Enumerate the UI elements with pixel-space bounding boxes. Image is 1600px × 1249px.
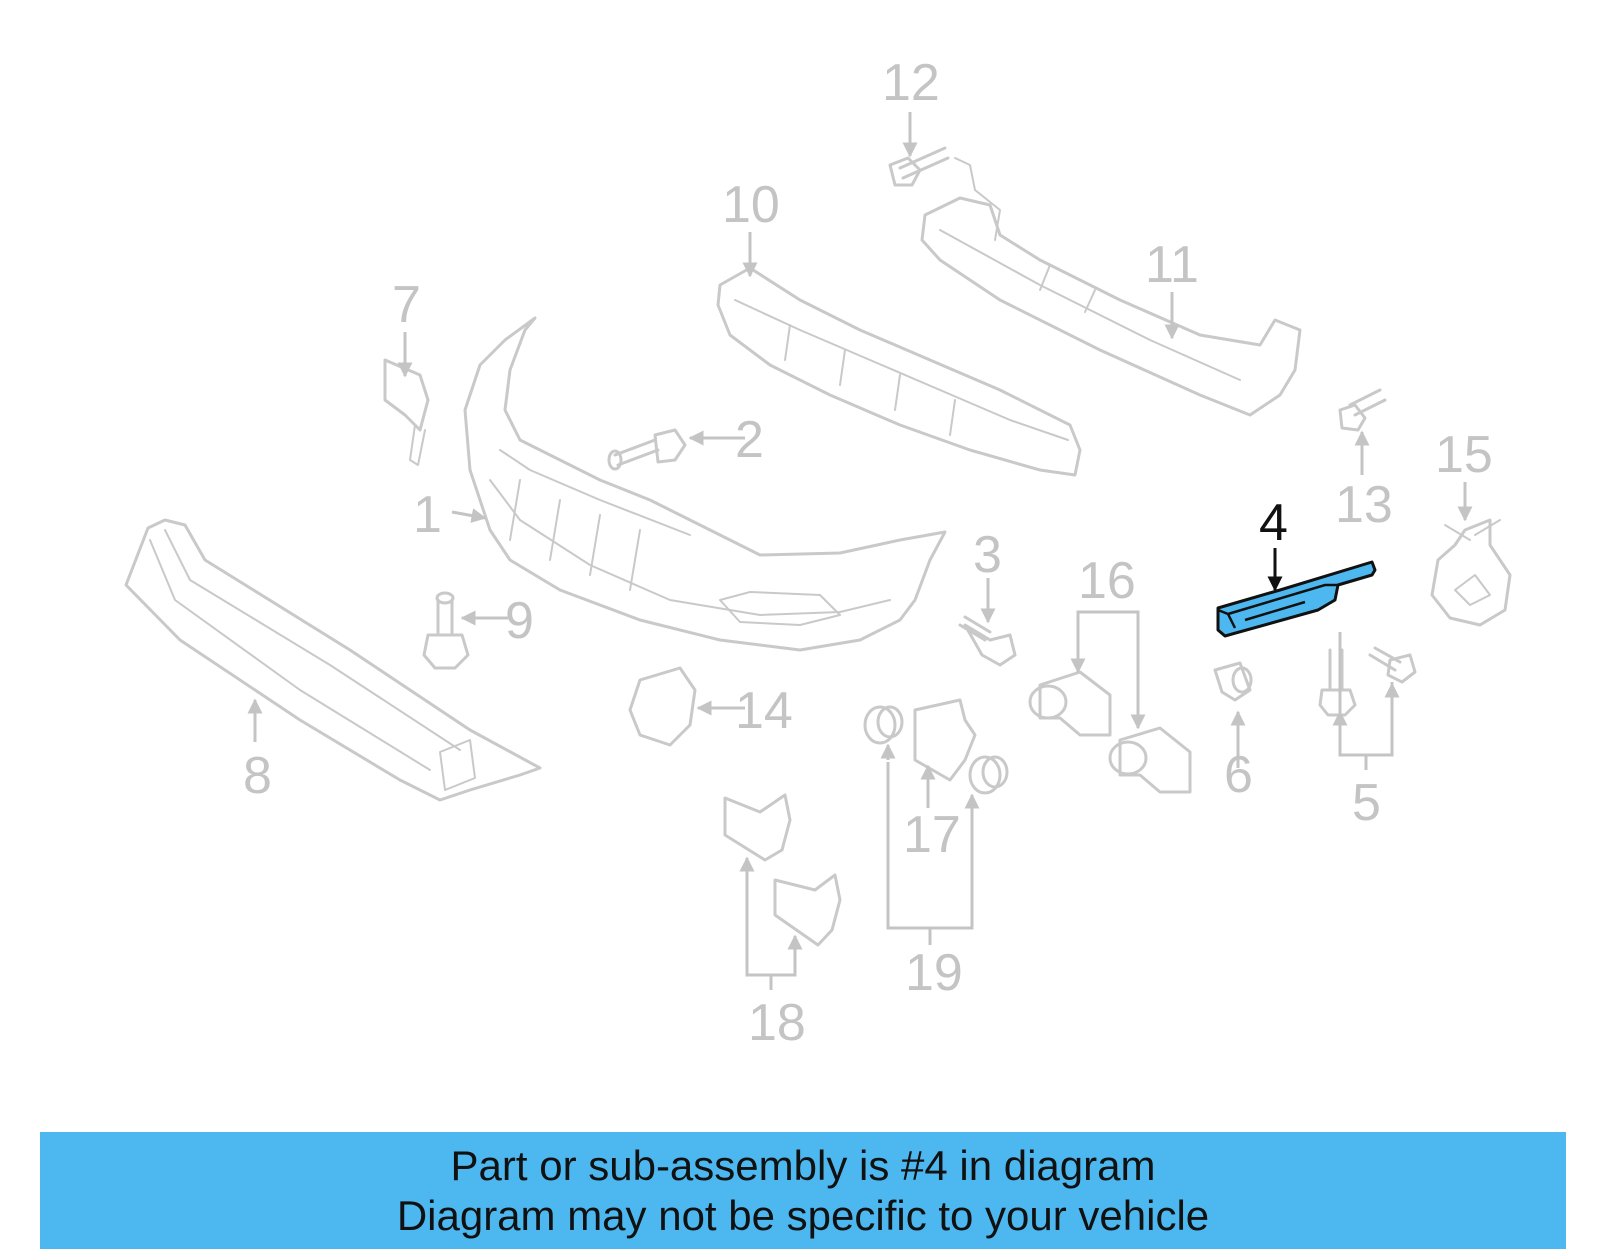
part-3-bolt: [958, 615, 1017, 667]
callout-4: 4: [1259, 494, 1288, 552]
banner-line-1: Part or sub-assembly is #4 in diagram: [450, 1141, 1156, 1189]
part-2-bolt: [607, 428, 687, 471]
part-9-bolt: [422, 591, 470, 670]
callout-16: 16: [1078, 552, 1136, 610]
part-19-rings: [863, 705, 1009, 795]
part-17-bracket: [913, 698, 977, 782]
callout-13: 13: [1335, 476, 1393, 534]
part-16-sensors: [1028, 670, 1192, 794]
part-15-hardware-bag: [1430, 518, 1512, 627]
part-14-cover: [628, 666, 697, 747]
callout-7: 7: [392, 276, 421, 334]
part-11-reinforcement: [920, 157, 1302, 417]
callout-18: 18: [748, 994, 806, 1052]
part-7-bracket: [383, 358, 430, 466]
banner-line-2: Diagram may not be specific to your vehi…: [396, 1191, 1210, 1239]
leader-lines: [247, 112, 1473, 990]
callout-1: 1: [413, 486, 442, 544]
callout-labels: 1 2 3 4 5 6 7 8 9 10 11 12 13 14 15 16 1…: [243, 54, 1493, 1052]
info-banner: Part or sub-assembly is #4 in diagram Di…: [40, 1132, 1566, 1249]
callout-9: 9: [505, 592, 534, 650]
callout-11: 11: [1145, 236, 1199, 294]
callout-17: 17: [903, 806, 961, 864]
part-1-bumper-cover: [463, 316, 947, 652]
callout-5: 5: [1352, 774, 1381, 832]
part-8-lower-grille: [124, 518, 542, 802]
part-4-highlighted-bracket: [1216, 560, 1377, 638]
callout-15: 15: [1435, 426, 1493, 484]
callout-19: 19: [905, 944, 963, 1002]
callout-2: 2: [735, 411, 764, 469]
parts-diagram: 1 2 3 4 5 6 7 8 9 10 11 12 13 14 15 16 1…: [124, 54, 1512, 1052]
callout-8: 8: [243, 747, 272, 805]
part-12-bolt: [888, 146, 950, 187]
part-18-brackets: [723, 793, 842, 947]
callout-10: 10: [722, 176, 780, 234]
callout-12: 12: [882, 54, 940, 112]
callout-14: 14: [735, 682, 793, 740]
part-5-bolts: [1318, 646, 1417, 717]
callout-3: 3: [973, 526, 1002, 584]
part-6-nut: [1213, 661, 1253, 702]
part-10-absorber: [716, 266, 1082, 477]
callout-6: 6: [1224, 746, 1253, 804]
part-13-bolt: [1338, 388, 1387, 432]
